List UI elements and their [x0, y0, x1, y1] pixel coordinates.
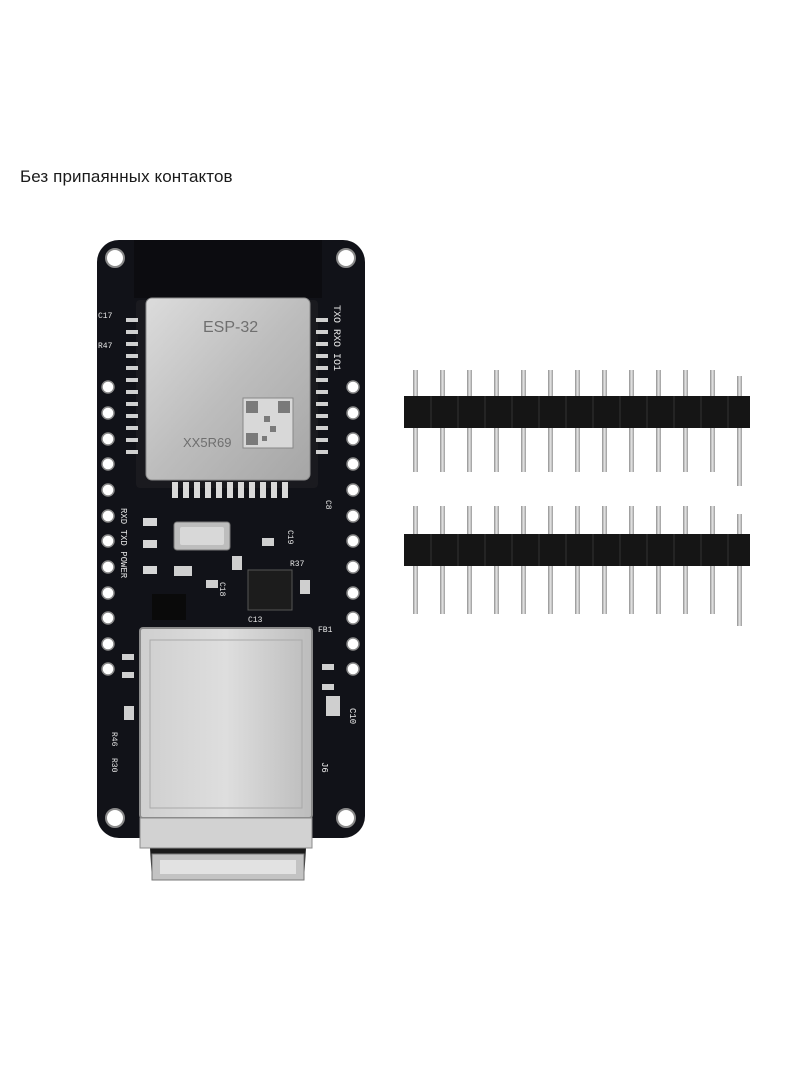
label-c17: C17 — [98, 312, 113, 321]
label-c13: C13 — [248, 616, 263, 625]
label-r46: R46 — [109, 732, 118, 747]
led — [143, 540, 157, 548]
module-label: ESP-32 — [203, 319, 258, 336]
silk-leds: RXD TXD POWER — [118, 508, 128, 579]
label-c8: C8 — [323, 500, 332, 510]
regulator — [152, 594, 186, 620]
label-r30: R30 — [109, 758, 118, 773]
rj45-jack — [139, 627, 313, 881]
module-code: XX5R69 — [183, 435, 231, 450]
led — [143, 518, 157, 526]
label-fb1: FB1 — [318, 626, 333, 635]
phy-chip — [247, 569, 293, 611]
pin-header-row-1 — [404, 370, 750, 486]
label-j6: J6 — [319, 762, 329, 773]
label-c18: C18 — [217, 582, 226, 597]
label-r37: R37 — [290, 560, 305, 569]
led — [143, 566, 157, 574]
pin-header-row-2 — [404, 506, 750, 626]
label-c10: C10 — [347, 708, 357, 724]
label-r47: R47 — [98, 342, 113, 351]
silk-top-right: TXO RXO IO1 — [330, 305, 341, 371]
label-c19: C19 — [285, 530, 294, 545]
caption: Без припаянных контактов — [20, 167, 233, 186]
esp32-module: ESP-32 XX5R69 — [126, 297, 328, 498]
